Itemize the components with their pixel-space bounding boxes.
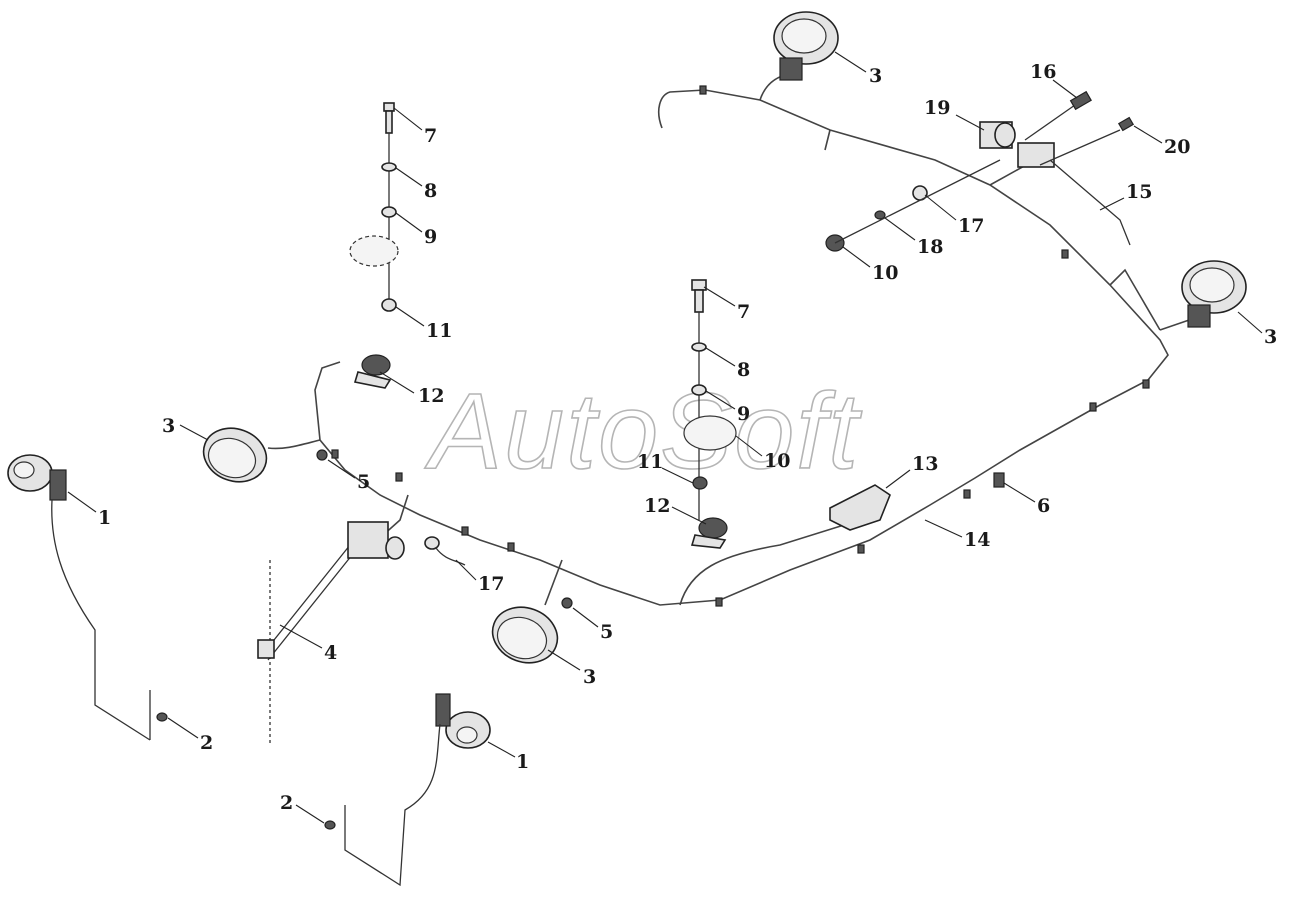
label-5-lower: 5 bbox=[600, 621, 613, 643]
part-number-labels: 1 1 2 2 3 3 3 3 4 5 5 6 7 7 8 8 9 9 10 1… bbox=[98, 61, 1277, 814]
label-3-top: 3 bbox=[869, 65, 882, 87]
label-8-center: 8 bbox=[737, 359, 750, 381]
label-1-lower: 1 bbox=[516, 751, 529, 773]
label-2-lower: 2 bbox=[280, 792, 293, 814]
label-3-right: 3 bbox=[1264, 326, 1277, 348]
label-1-left: 1 bbox=[98, 507, 111, 529]
harness-connectors bbox=[331, 85, 1150, 607]
label-3-left: 3 bbox=[162, 415, 175, 437]
label-18: 18 bbox=[917, 236, 943, 258]
label-17-lower: 17 bbox=[478, 573, 504, 595]
label-3-lower: 3 bbox=[583, 666, 596, 688]
label-10-upper: 10 bbox=[872, 262, 898, 284]
grommets bbox=[156, 712, 336, 830]
label-13: 13 bbox=[912, 453, 938, 475]
label-8-left: 8 bbox=[424, 180, 437, 202]
mounting-stack-left bbox=[349, 102, 399, 389]
label-12-left: 12 bbox=[418, 385, 444, 407]
label-5-left: 5 bbox=[357, 471, 370, 493]
label-9-center: 9 bbox=[737, 403, 750, 425]
watermark: AutoSoft bbox=[424, 370, 862, 491]
fasteners-5 bbox=[316, 449, 573, 609]
label-9-left: 9 bbox=[424, 226, 437, 248]
label-7-left: 7 bbox=[424, 125, 437, 147]
label-6: 6 bbox=[1037, 495, 1050, 517]
clip-6 bbox=[993, 472, 1005, 488]
label-12-center: 12 bbox=[644, 495, 670, 517]
mounting-stack-center bbox=[683, 279, 737, 549]
label-20: 20 bbox=[1164, 136, 1190, 158]
bracket-assembly bbox=[257, 521, 405, 745]
label-14: 14 bbox=[964, 529, 990, 551]
label-2-left: 2 bbox=[200, 732, 213, 754]
marker-lamp bbox=[829, 484, 891, 531]
label-11-left: 11 bbox=[426, 320, 452, 342]
side-lamp-left bbox=[7, 454, 151, 741]
side-lamp-lower bbox=[344, 693, 491, 887]
roof-lamp-top bbox=[773, 11, 839, 81]
label-15: 15 bbox=[1126, 181, 1152, 203]
wiring-harness bbox=[267, 74, 1196, 606]
label-4: 4 bbox=[324, 642, 337, 664]
label-11-center: 11 bbox=[637, 451, 663, 473]
headlamp-lower bbox=[491, 606, 559, 664]
label-17-upper: 17 bbox=[958, 215, 984, 237]
leader-lines bbox=[67, 51, 1263, 824]
headlamp-left bbox=[202, 427, 268, 483]
roof-lamp-right bbox=[1181, 260, 1247, 328]
label-10-center: 10 bbox=[764, 450, 790, 472]
ground-cable bbox=[424, 536, 466, 566]
control-cluster bbox=[825, 90, 1135, 252]
label-19: 19 bbox=[924, 97, 950, 119]
label-7-center: 7 bbox=[737, 301, 750, 323]
label-16: 16 bbox=[1030, 61, 1056, 83]
